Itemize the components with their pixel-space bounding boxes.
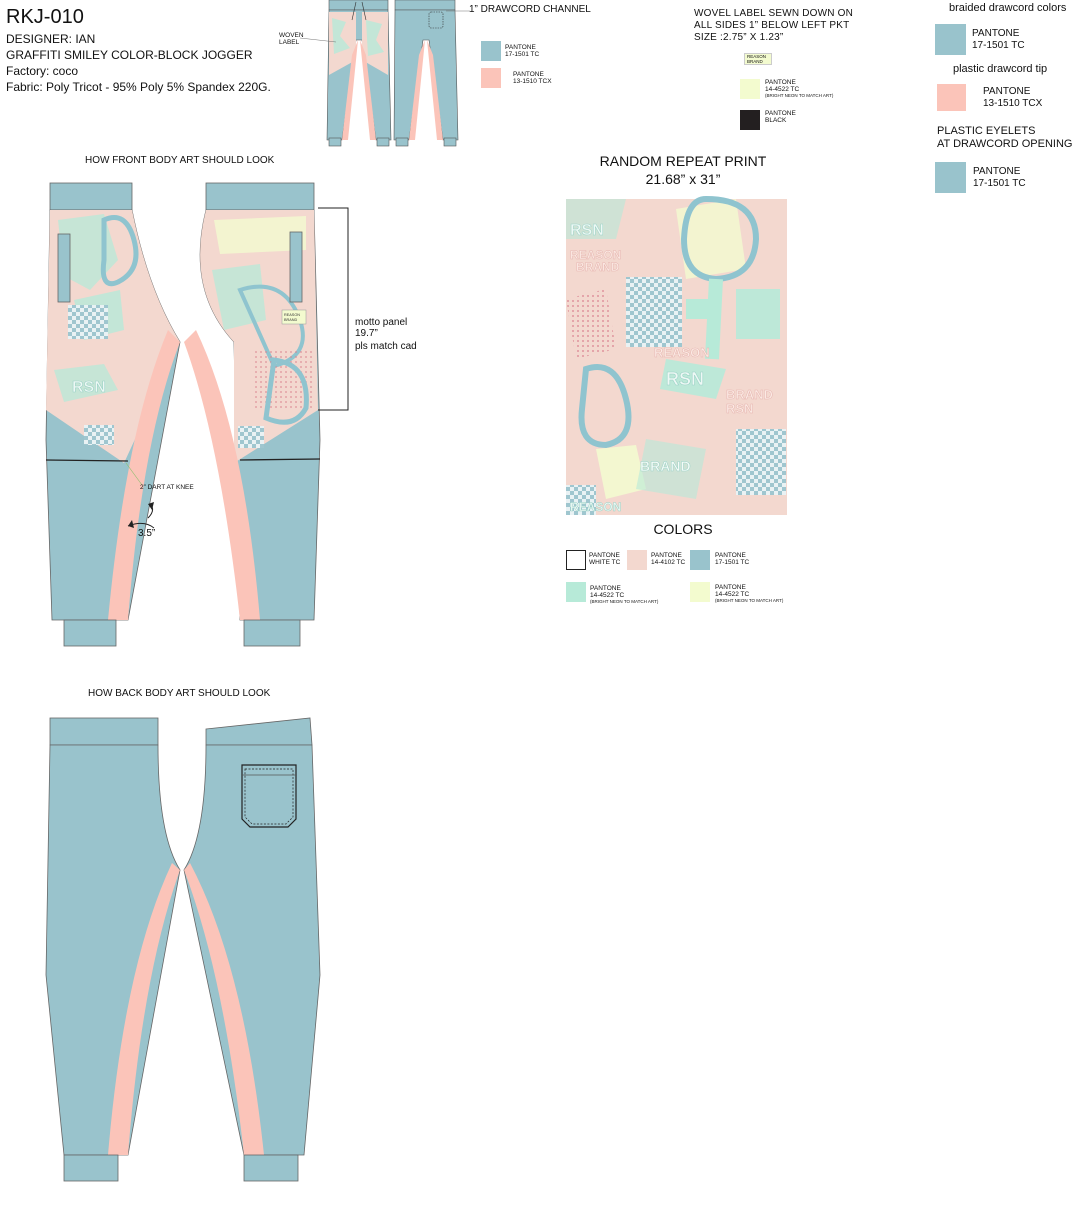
print-graffiti-7: RSN xyxy=(726,401,753,416)
tip-heading: plastic drawcord tip xyxy=(953,63,1048,75)
front-graffiti-rsn: RSN xyxy=(72,379,106,396)
drawcord-channel-note: 1” DRAWCORD CHANNEL xyxy=(469,4,591,15)
motto-panel-bracket xyxy=(318,207,349,411)
factory-line: Factory: coco xyxy=(6,64,79,78)
colors-heading: COLORS xyxy=(653,521,713,537)
print-graffiti-9: BRAND xyxy=(640,458,691,474)
print-graffiti-5: REASON xyxy=(654,345,710,360)
woven-label-swatch-black xyxy=(740,110,760,130)
color-swatch-blush xyxy=(627,550,647,570)
print-graffiti-3: BRAND xyxy=(576,260,620,274)
woven-label-swatch-neon-label: PANTONE 14-4522 TC (BRIGHT NEON TO MATCH… xyxy=(765,79,834,98)
color-swatch-neon xyxy=(690,582,710,602)
front-heading: HOW FRONT BODY ART SHOULD LOOK xyxy=(85,155,275,166)
thumbnail-front-flat xyxy=(326,0,392,147)
designer-line: DESIGNER: IAN xyxy=(6,32,96,46)
print-graffiti-4: RSN xyxy=(666,369,704,389)
color-swatch-neon-label: PANTONE 14-4522 TC (BRIGHT NEON TO MATCH… xyxy=(715,584,784,603)
thumbnail-back-flat xyxy=(393,0,459,147)
print-heading: RANDOM REPEAT PRINT 21.68” x 31” xyxy=(599,153,767,187)
woven-label-leader-line xyxy=(299,37,337,43)
tip-swatch xyxy=(937,84,966,111)
print-graffiti-8: REASON xyxy=(570,500,621,514)
eyelet-heading: PLASTIC EYELETS AT DRAWCORD OPENING xyxy=(937,125,1073,150)
eyelet-swatch xyxy=(935,162,966,193)
fabric-line: Fabric: Poly Tricot - 95% Poly 5% Spande… xyxy=(6,80,271,94)
color-swatch-white xyxy=(566,550,586,570)
drawcord-heading: braided drawcord colors xyxy=(949,2,1067,14)
color-swatch-blue xyxy=(690,550,710,570)
back-heading: HOW BACK BODY ART SHOULD LOOK xyxy=(88,688,271,699)
woven-label-mockup: REASON BRAND xyxy=(744,53,772,65)
drawcord-leader-line xyxy=(446,10,470,12)
thumb-swatch-2 xyxy=(481,68,501,88)
color-swatch-mint-label: PANTONE 14-4522 TC (BRIGHT NEON TO MATCH… xyxy=(590,585,659,604)
dart-note: 2” DART AT KNEE xyxy=(140,484,194,491)
description-line: GRAFFITI SMILEY COLOR-BLOCK JOGGER xyxy=(6,48,253,62)
color-swatch-mint xyxy=(566,582,586,602)
thumb-swatch-1 xyxy=(481,41,501,61)
print-graffiti-6: BRAND xyxy=(726,387,773,402)
random-repeat-print: RSN REASON BRAND RSN REASON BRAND RSN RE… xyxy=(566,195,787,515)
front-jogger-flat: RSN REASON BRAND xyxy=(45,182,321,647)
front-label-line-1: REASON xyxy=(284,313,300,317)
woven-label-swatch-black-label: PANTONE BLACK xyxy=(765,110,796,124)
woven-label-swatch-neon xyxy=(740,79,760,99)
woven-label-instructions: WOVEL LABEL SEWN DOWN ON ALL SIDES 1” BE… xyxy=(694,8,854,43)
dart-measure: 3.5” xyxy=(138,528,156,539)
woven-label-note: WOVEN LABEL xyxy=(279,32,304,46)
drawcord-swatch xyxy=(935,24,966,55)
style-number: RKJ-010 xyxy=(6,6,84,28)
back-jogger-flat xyxy=(45,717,321,1182)
motto-panel-note: motto panel 19.7” pls match cad xyxy=(355,317,417,352)
print-graffiti-2: REASON xyxy=(570,248,621,262)
front-label-line-2: BRAND xyxy=(284,318,298,322)
print-graffiti-1: RSN xyxy=(570,222,604,239)
